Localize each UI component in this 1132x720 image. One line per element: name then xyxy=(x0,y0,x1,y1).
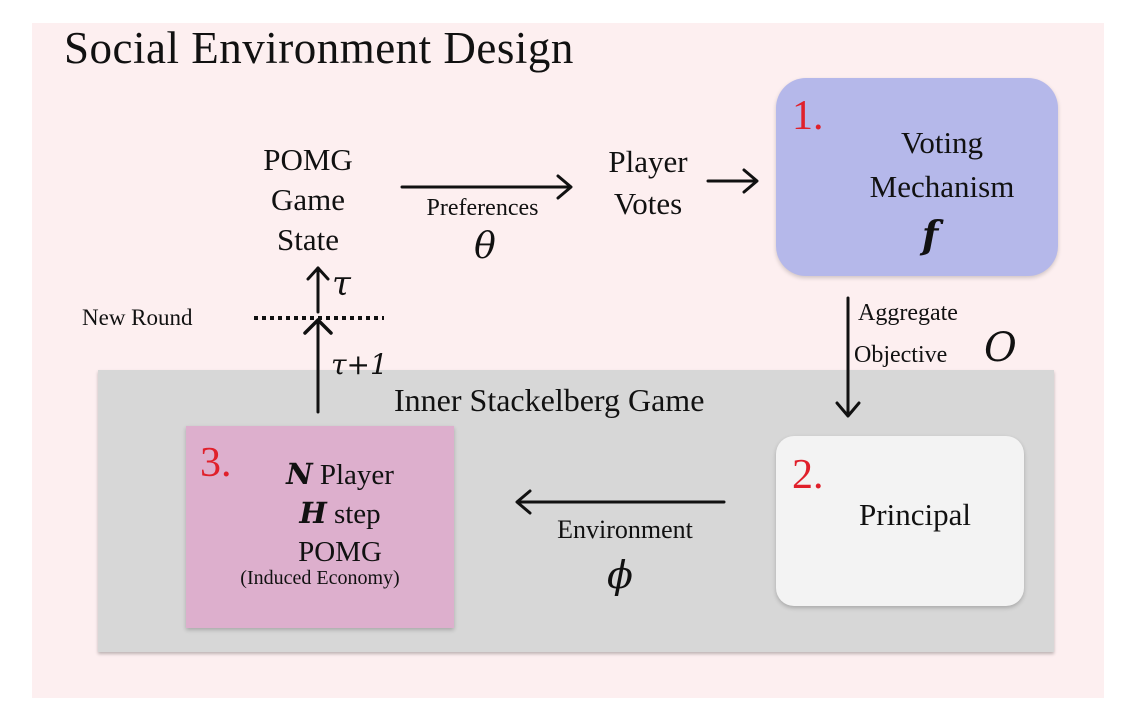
h-step-text: step xyxy=(333,498,381,530)
principal-label: Principal xyxy=(859,497,971,532)
step-2-number: 2. xyxy=(792,452,824,498)
player-votes-line-2: Votes xyxy=(613,186,683,221)
induced-economy-note: (Induced Economy) xyxy=(240,567,400,589)
n-player-pomg-label: N Player H step POMG xyxy=(240,455,440,571)
pomg-line-2: Game xyxy=(270,182,346,217)
n-symbol: N xyxy=(286,457,313,491)
f-symbol: f xyxy=(921,212,939,257)
n-player-pomg-box xyxy=(186,426,454,628)
voting-mechanism-box xyxy=(776,78,1058,276)
preferences-arrow xyxy=(400,174,573,200)
tau-symbol: τ xyxy=(332,264,351,304)
environment-arrow xyxy=(515,489,726,515)
o-symbol: O xyxy=(984,325,1017,371)
votes-arrow xyxy=(706,168,759,194)
aggregate-objective-arrow xyxy=(835,296,861,418)
return-arrow-upper xyxy=(306,266,330,314)
pomg-line: POMG xyxy=(298,536,382,568)
step-3-number: 3. xyxy=(200,440,232,486)
h-symbol: H xyxy=(299,496,327,530)
voting-line-1: Voting xyxy=(900,125,984,160)
phi-symbol: ϕ xyxy=(607,553,633,597)
voting-line-2: Mechanism xyxy=(869,169,1015,204)
pomg-game-state-node: POMG Game State xyxy=(238,140,378,260)
step-1-number: 1. xyxy=(792,93,824,139)
return-arrow-lower xyxy=(303,318,333,414)
environment-label: Environment xyxy=(557,515,693,544)
player-votes-node: Player Votes xyxy=(578,141,718,225)
n-player-line: N Player xyxy=(240,455,440,494)
pomg-line-1: POMG xyxy=(263,142,353,177)
player-votes-line-1: Player xyxy=(608,144,688,179)
new-round-label: New Round xyxy=(82,305,193,330)
objective-label: Objective xyxy=(854,342,948,368)
n-player-text: Player xyxy=(319,459,394,491)
pomg-line-3: State xyxy=(277,222,339,257)
theta-symbol: θ xyxy=(474,226,496,267)
voting-mechanism-label: Voting Mechanism xyxy=(832,121,1052,209)
aggregate-label: Aggregate xyxy=(858,300,958,326)
h-step-line: H step xyxy=(240,494,440,533)
principal-box xyxy=(776,436,1024,606)
preferences-label: Preferences xyxy=(426,195,539,221)
tau-plus-one-symbol: τ+1 xyxy=(331,348,388,381)
inner-stackelberg-game-label: Inner Stackelberg Game xyxy=(394,382,705,418)
diagram-title: Social Environment Design xyxy=(64,23,574,73)
